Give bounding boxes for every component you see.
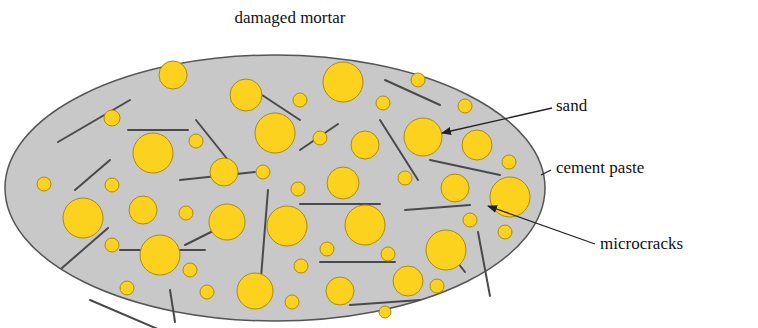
sand-grains: [37, 61, 530, 318]
cement-paste-ellipse: [5, 55, 545, 321]
cement-paste-leader: [541, 170, 551, 175]
part-label: sand: [556, 96, 587, 116]
diagram-title: damaged mortar: [235, 8, 346, 28]
sand-leader: [442, 108, 552, 133]
part-label: cement paste: [556, 158, 644, 178]
microcrack-lines: [58, 80, 500, 328]
part-label: microcracks: [600, 234, 683, 254]
microcracks-leader: [488, 206, 595, 244]
